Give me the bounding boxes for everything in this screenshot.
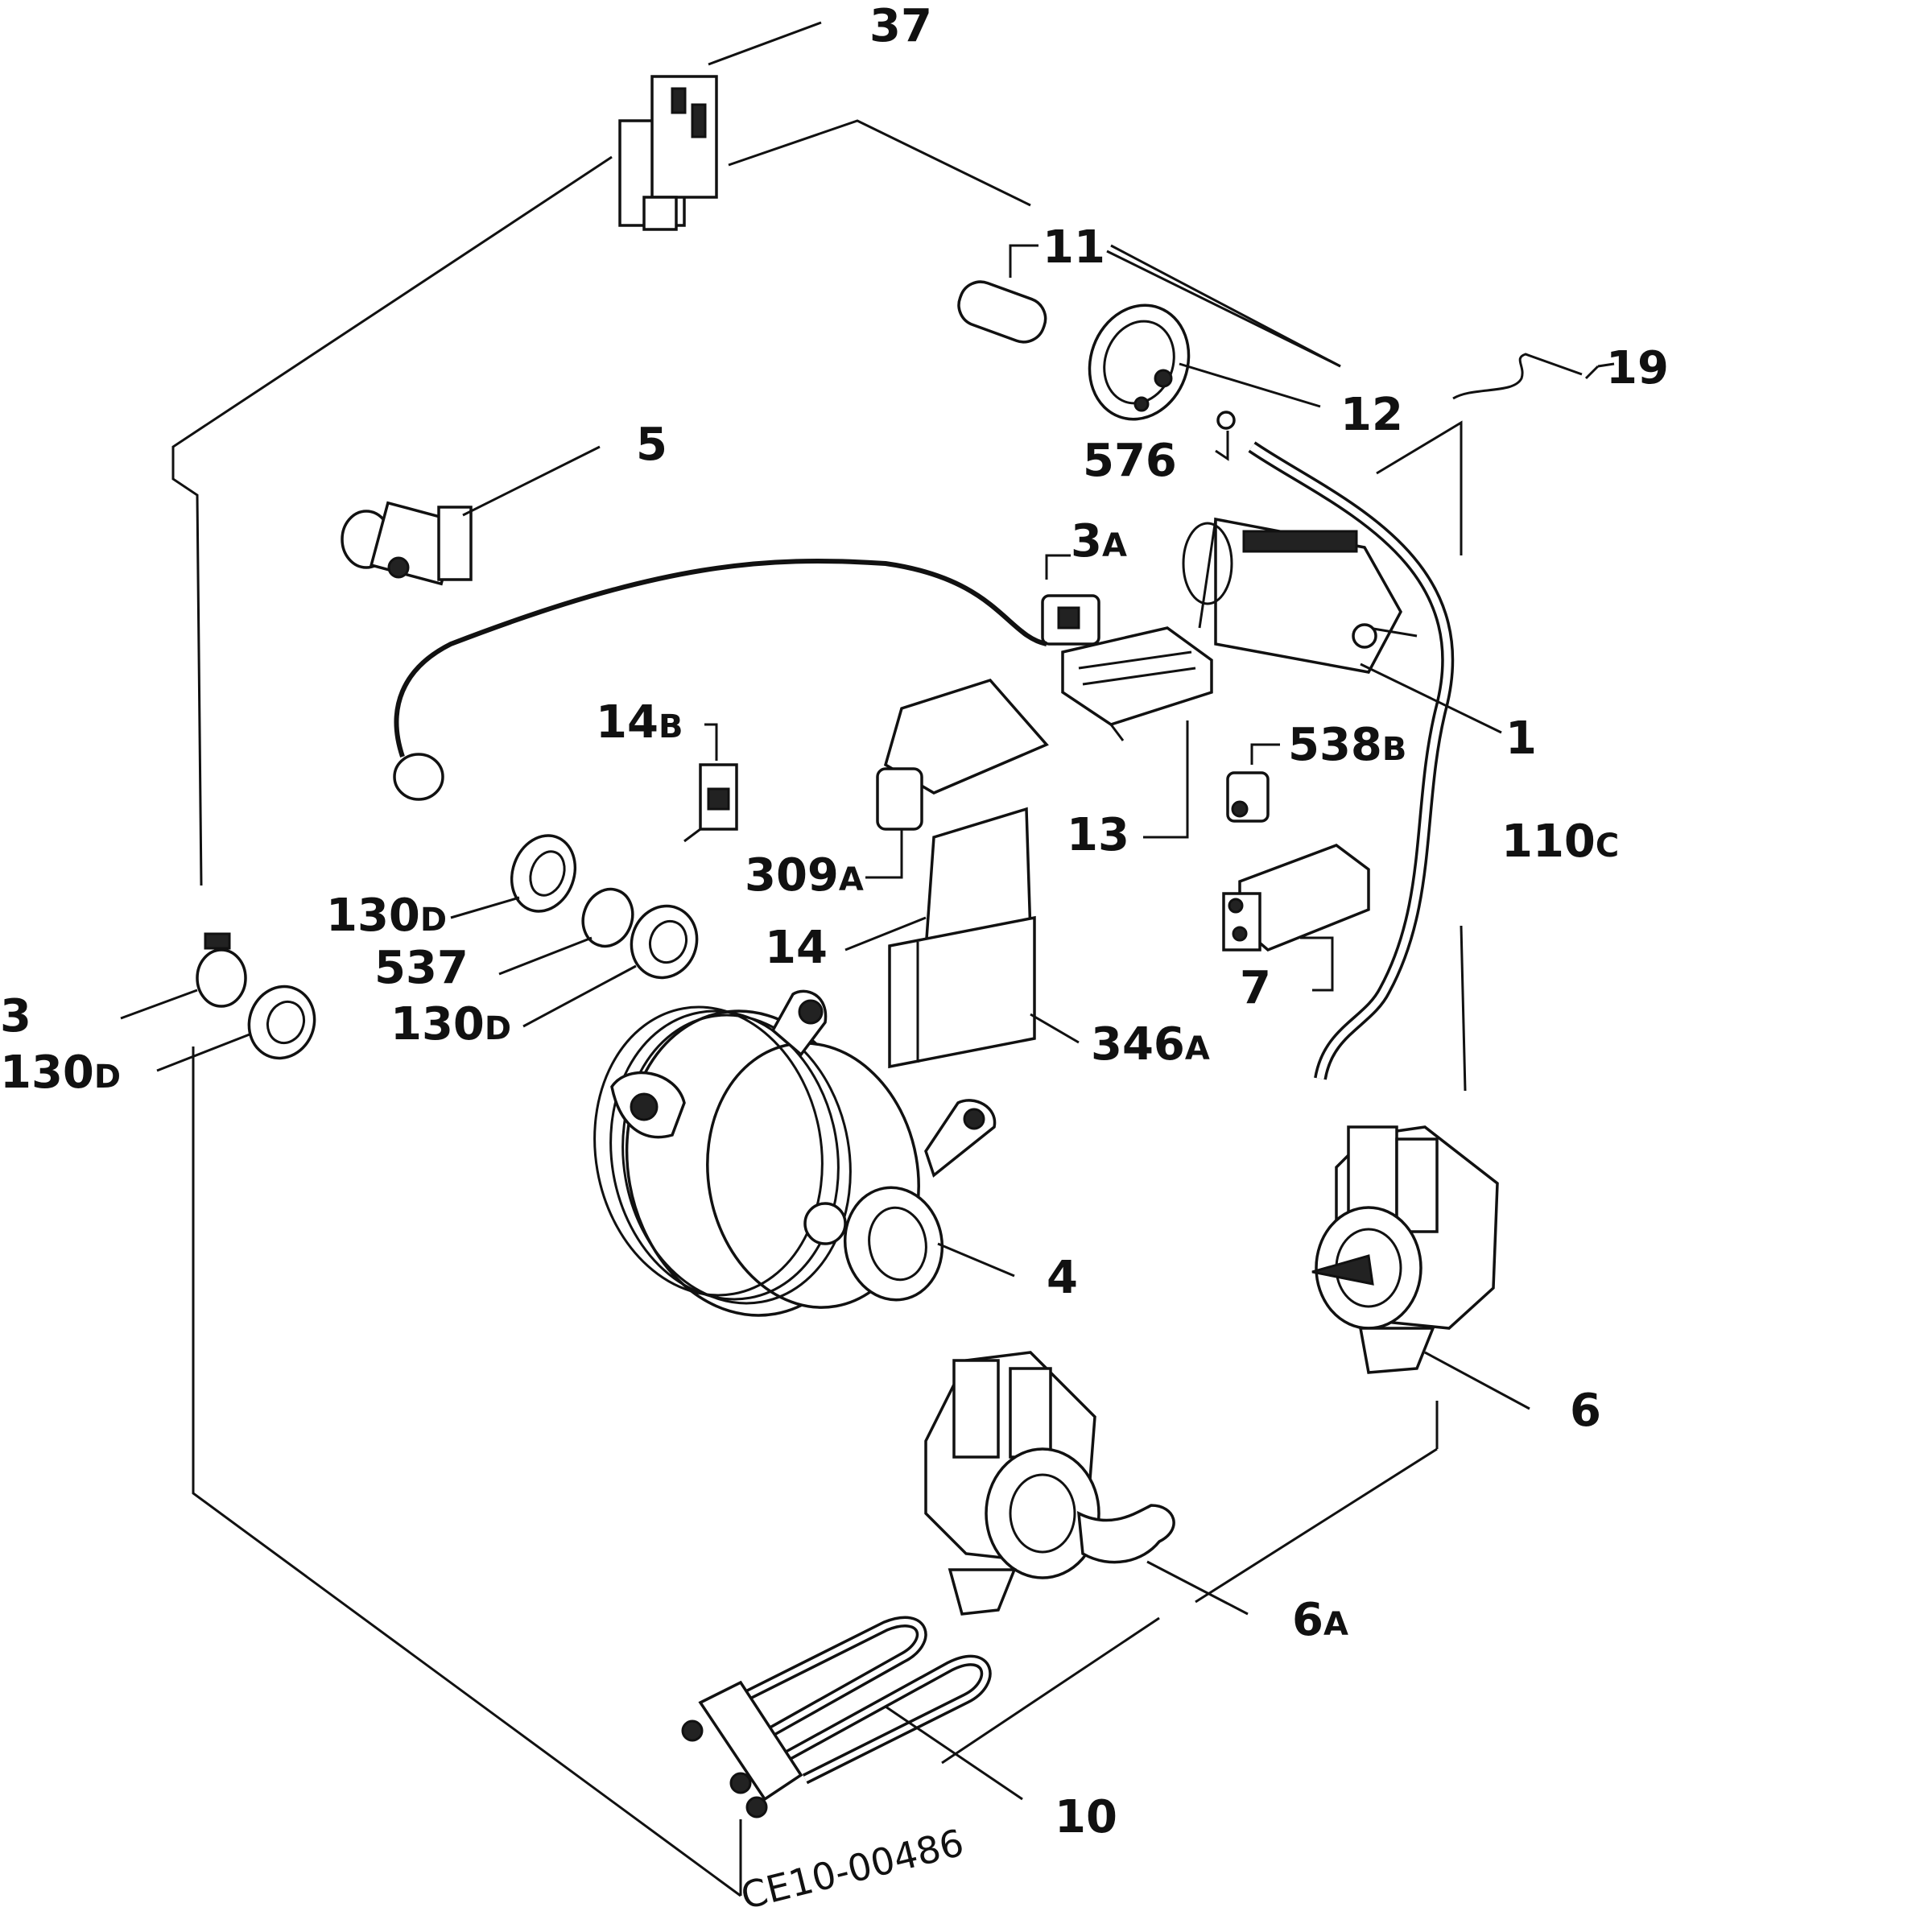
programmer-part-1 [1182,517,1502,734]
hose-part-110C [1248,441,1455,1080]
clip-part-538B [1226,743,1280,823]
grommet-part-130D-left [156,985,316,1072]
sensor-part-3A [393,554,1100,801]
drain-pump-part-6 [1311,1125,1530,1410]
capacitor-part-11 [957,244,1047,344]
door-lock-part-37 [618,21,822,231]
switch-part-14B [683,723,738,843]
grommet-part-130D-top [450,834,577,919]
heating-element-part-10 [681,1616,1023,1818]
seal-part-537 [498,887,634,976]
pressure-switch-part-12 [1088,250,1341,461]
cabinet-outline [171,119,1467,1897]
filter-part-7 [1222,844,1370,992]
thermostat-part-3 [120,932,247,1020]
terminal-block-part-13 [1061,626,1213,839]
inlet-valve-part-5 [341,445,601,586]
wire-clip-part-19 [1452,353,1615,400]
module-box-part-346A [888,915,1080,1069]
grommet-part-130D-mid [522,904,699,1028]
motor-part-4 [593,989,1015,1317]
recirculation-pump-part-6A [924,1351,1249,1616]
cover-part-309A [865,678,1049,879]
